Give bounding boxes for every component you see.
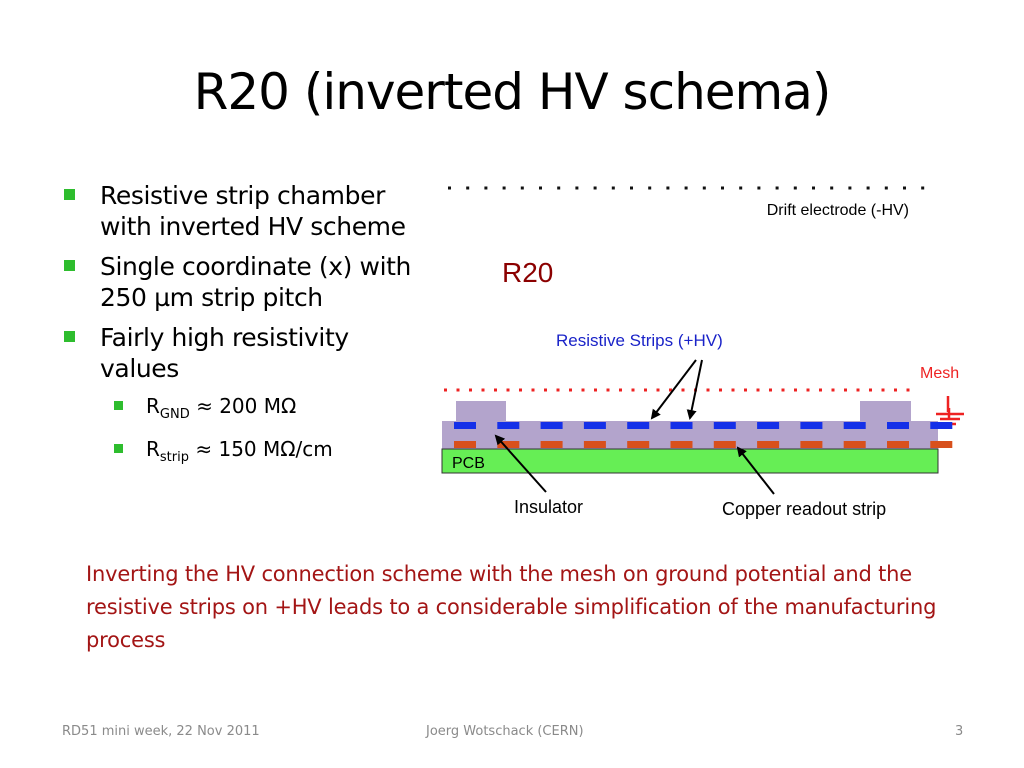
pcb-label: PCB (452, 455, 485, 472)
bullet-item: Resistive strip chamber with inverted HV… (62, 180, 432, 242)
bullet-text: Resistive strip chamber with inverted HV… (100, 181, 406, 241)
bullet-square-icon (114, 401, 123, 410)
copper-strip (540, 441, 563, 448)
copper-strip (930, 441, 953, 448)
bullet-text: Fairly high resistivity values (100, 323, 349, 383)
bullet-square-icon (64, 331, 75, 342)
resistive-strip (713, 422, 736, 429)
copper-strip (583, 441, 606, 448)
resistive-strip (497, 422, 520, 429)
slide-title: R20 (inverted HV schema) (193, 63, 832, 121)
sub-bullet-base: R (146, 394, 160, 418)
resistive-strip (800, 422, 823, 429)
insulator-arrow (494, 434, 547, 493)
bullet-item: Fairly high resistivity values (62, 322, 432, 384)
bullet-item: Single coordinate (x) with 250 µm strip … (62, 251, 432, 313)
drift-electrode-label: Drift electrode (-HV) (767, 202, 909, 219)
mesh-label: Mesh (920, 365, 959, 382)
bullet-list: Resistive strip chamber with inverted HV… (62, 180, 432, 479)
resistive-strip (454, 422, 476, 429)
resistive-strip (583, 422, 606, 429)
resistive-strips-label: Resistive Strips (+HV) (556, 331, 723, 350)
sub-bullet-rest: ≈ 150 MΩ/cm (189, 437, 333, 461)
pcb-layer (441, 448, 939, 474)
sub-bullet-subscript: GND (159, 407, 190, 422)
bullet-square-icon (64, 260, 75, 271)
footer-left: RD51 mini week, 22 Nov 2011 (62, 724, 260, 739)
resistive-strip (887, 422, 909, 429)
bullet-square-icon (114, 444, 123, 453)
copper-strip (670, 441, 693, 448)
detector-diagram: Drift electrode (-HV) R20 Resistive Stri… (441, 186, 964, 519)
copper-readout-strips (454, 441, 953, 448)
sub-bullet-item: Rstrip ≈ 150 MΩ/cm (62, 436, 432, 471)
r20-label: R20 (502, 257, 553, 288)
footer-page-number: 3 (955, 724, 964, 739)
copper-readout-label: Copper readout strip (722, 499, 886, 519)
copper-strip (887, 441, 909, 448)
bullet-text: Single coordinate (x) with 250 µm strip … (100, 252, 411, 312)
copper-strip (843, 441, 866, 448)
resistive-strip (843, 422, 866, 429)
sub-bullet-base: R (146, 437, 160, 461)
footer-center: Joerg Wotschack (CERN) (426, 724, 584, 739)
insulator-label: Insulator (514, 497, 583, 517)
resistive-strip (930, 422, 953, 429)
copper-strip (497, 441, 520, 448)
sub-bullet-rest: ≈ 200 MΩ (189, 394, 297, 418)
copper-strip (757, 441, 780, 448)
copper-strip (454, 441, 476, 448)
resistive-strips (454, 422, 953, 429)
resistive-strip (670, 422, 693, 429)
ground-icon (936, 396, 964, 426)
copper-arrow (736, 446, 775, 495)
copper-strip (627, 441, 650, 448)
sub-bullet-subscript: strip (159, 450, 189, 465)
note-text: Inverting the HV connection scheme with … (86, 562, 937, 652)
resistive-strip (627, 422, 650, 429)
resistive-arrow-right (686, 359, 703, 420)
copper-strip (713, 441, 736, 448)
resistive-strip (540, 422, 563, 429)
resistive-strip (757, 422, 780, 429)
sub-bullet-item: RGND ≈ 200 MΩ (62, 393, 432, 428)
bullet-square-icon (64, 189, 75, 200)
copper-strip (800, 441, 823, 448)
resistive-arrow-left (650, 359, 697, 420)
